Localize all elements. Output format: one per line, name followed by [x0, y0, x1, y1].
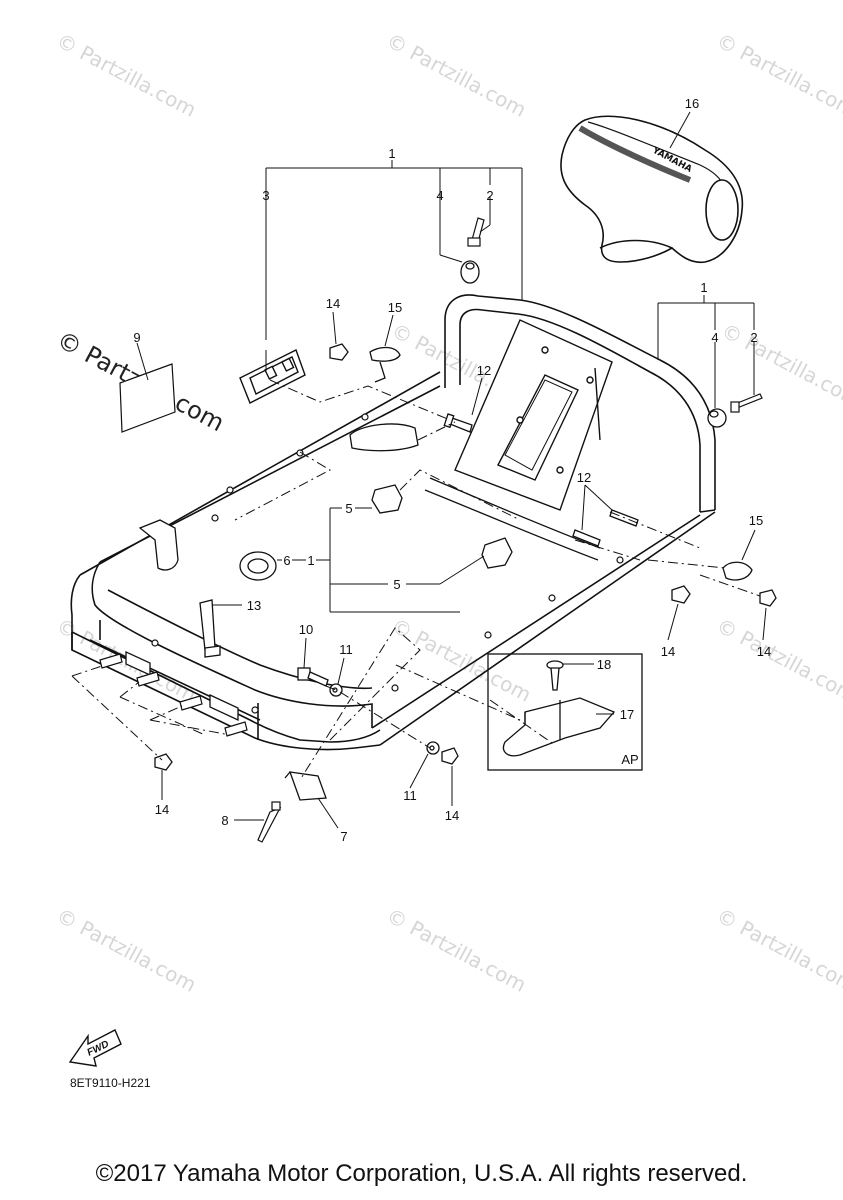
- frame-cross-plate: [454, 319, 613, 511]
- rivet-part: [467, 217, 485, 247]
- clip-part: [369, 346, 401, 383]
- handle-tube: [444, 294, 716, 513]
- rivet-part: [257, 801, 282, 843]
- watermark: © Partzilla.com: [53, 903, 201, 997]
- callout: 1: [388, 146, 395, 161]
- callout: 4: [711, 330, 718, 345]
- screw-part: [546, 660, 564, 691]
- center-tube: [424, 477, 601, 561]
- watermark: © Partzilla.com: [718, 318, 843, 412]
- damper-part: [460, 260, 480, 284]
- callout: 15: [388, 300, 402, 315]
- watermark: © Partzilla.com: [383, 28, 531, 122]
- callout: 16: [685, 96, 699, 111]
- watermark: © Partzilla.com: [713, 28, 843, 122]
- callout: 5: [393, 577, 400, 592]
- callout: 5: [345, 501, 352, 516]
- callout: 13: [247, 598, 261, 613]
- watermark: © Partzilla.com: [713, 903, 843, 997]
- assembly-lines: [71, 379, 761, 781]
- callout: 14: [757, 644, 771, 659]
- callout: 1: [700, 280, 707, 295]
- copyright-notice: ©2017 Yamaha Motor Corporation, U.S.A. A…: [95, 1160, 748, 1187]
- callout: 7: [340, 829, 347, 844]
- handle-cover-part: YAMAHA: [560, 115, 744, 264]
- callout: 4: [436, 188, 443, 203]
- callout: 17: [620, 707, 634, 722]
- leader-lines: [136, 111, 767, 829]
- callout: 12: [577, 470, 591, 485]
- harness-holder-part: [371, 484, 513, 569]
- watermark: © Partzilla.com: [53, 28, 201, 122]
- callout: 2: [750, 330, 757, 345]
- callout: 8: [221, 813, 228, 828]
- ap-inset-box: [487, 653, 643, 771]
- cable-tie-part: [199, 599, 221, 658]
- washer-part: [329, 683, 440, 755]
- frame-rim-bolts: [151, 413, 624, 714]
- callout: 1: [307, 553, 314, 568]
- callout: 12: [477, 363, 491, 378]
- bracket-part: [502, 697, 616, 757]
- callout-numbers: 1 3 4 2 16 1 4 2 9 14 15 12 12 15 5 5 6 …: [133, 96, 771, 844]
- label-part: [119, 363, 176, 433]
- plate-part: [284, 771, 327, 801]
- damper-part: [707, 408, 727, 428]
- callout: 10: [299, 622, 313, 637]
- nut-part: [154, 343, 777, 771]
- diagram-code: 8ET9110-H221: [70, 1076, 151, 1090]
- ap-label: AP: [621, 752, 638, 767]
- clip-part: [722, 561, 753, 581]
- callout: 18: [597, 657, 611, 672]
- front-slots: [125, 650, 239, 722]
- bolt-part: [297, 667, 329, 687]
- left-bracket: [138, 423, 419, 571]
- callout: 3: [262, 188, 269, 203]
- watermark: © Partzilla.com: [383, 903, 531, 997]
- callout: 15: [749, 513, 763, 528]
- callout: 14: [326, 296, 340, 311]
- callout: 2: [486, 188, 493, 203]
- callout: 11: [403, 788, 417, 803]
- stud-part: [99, 653, 248, 737]
- switch-panel-part: [239, 349, 306, 404]
- callout: 14: [445, 808, 459, 823]
- callout: 9: [133, 330, 140, 345]
- fwd-arrow-icon: FWD: [68, 1029, 122, 1067]
- callout: 14: [661, 644, 675, 659]
- watermark: © Partzilla.com: [713, 613, 843, 707]
- watermark: © Partzilla.com: [388, 613, 536, 707]
- callout: 6: [283, 553, 290, 568]
- clamp-part: [239, 551, 277, 581]
- callout: 11: [339, 642, 353, 657]
- rivet-part: [730, 393, 763, 413]
- callout: 14: [155, 802, 169, 817]
